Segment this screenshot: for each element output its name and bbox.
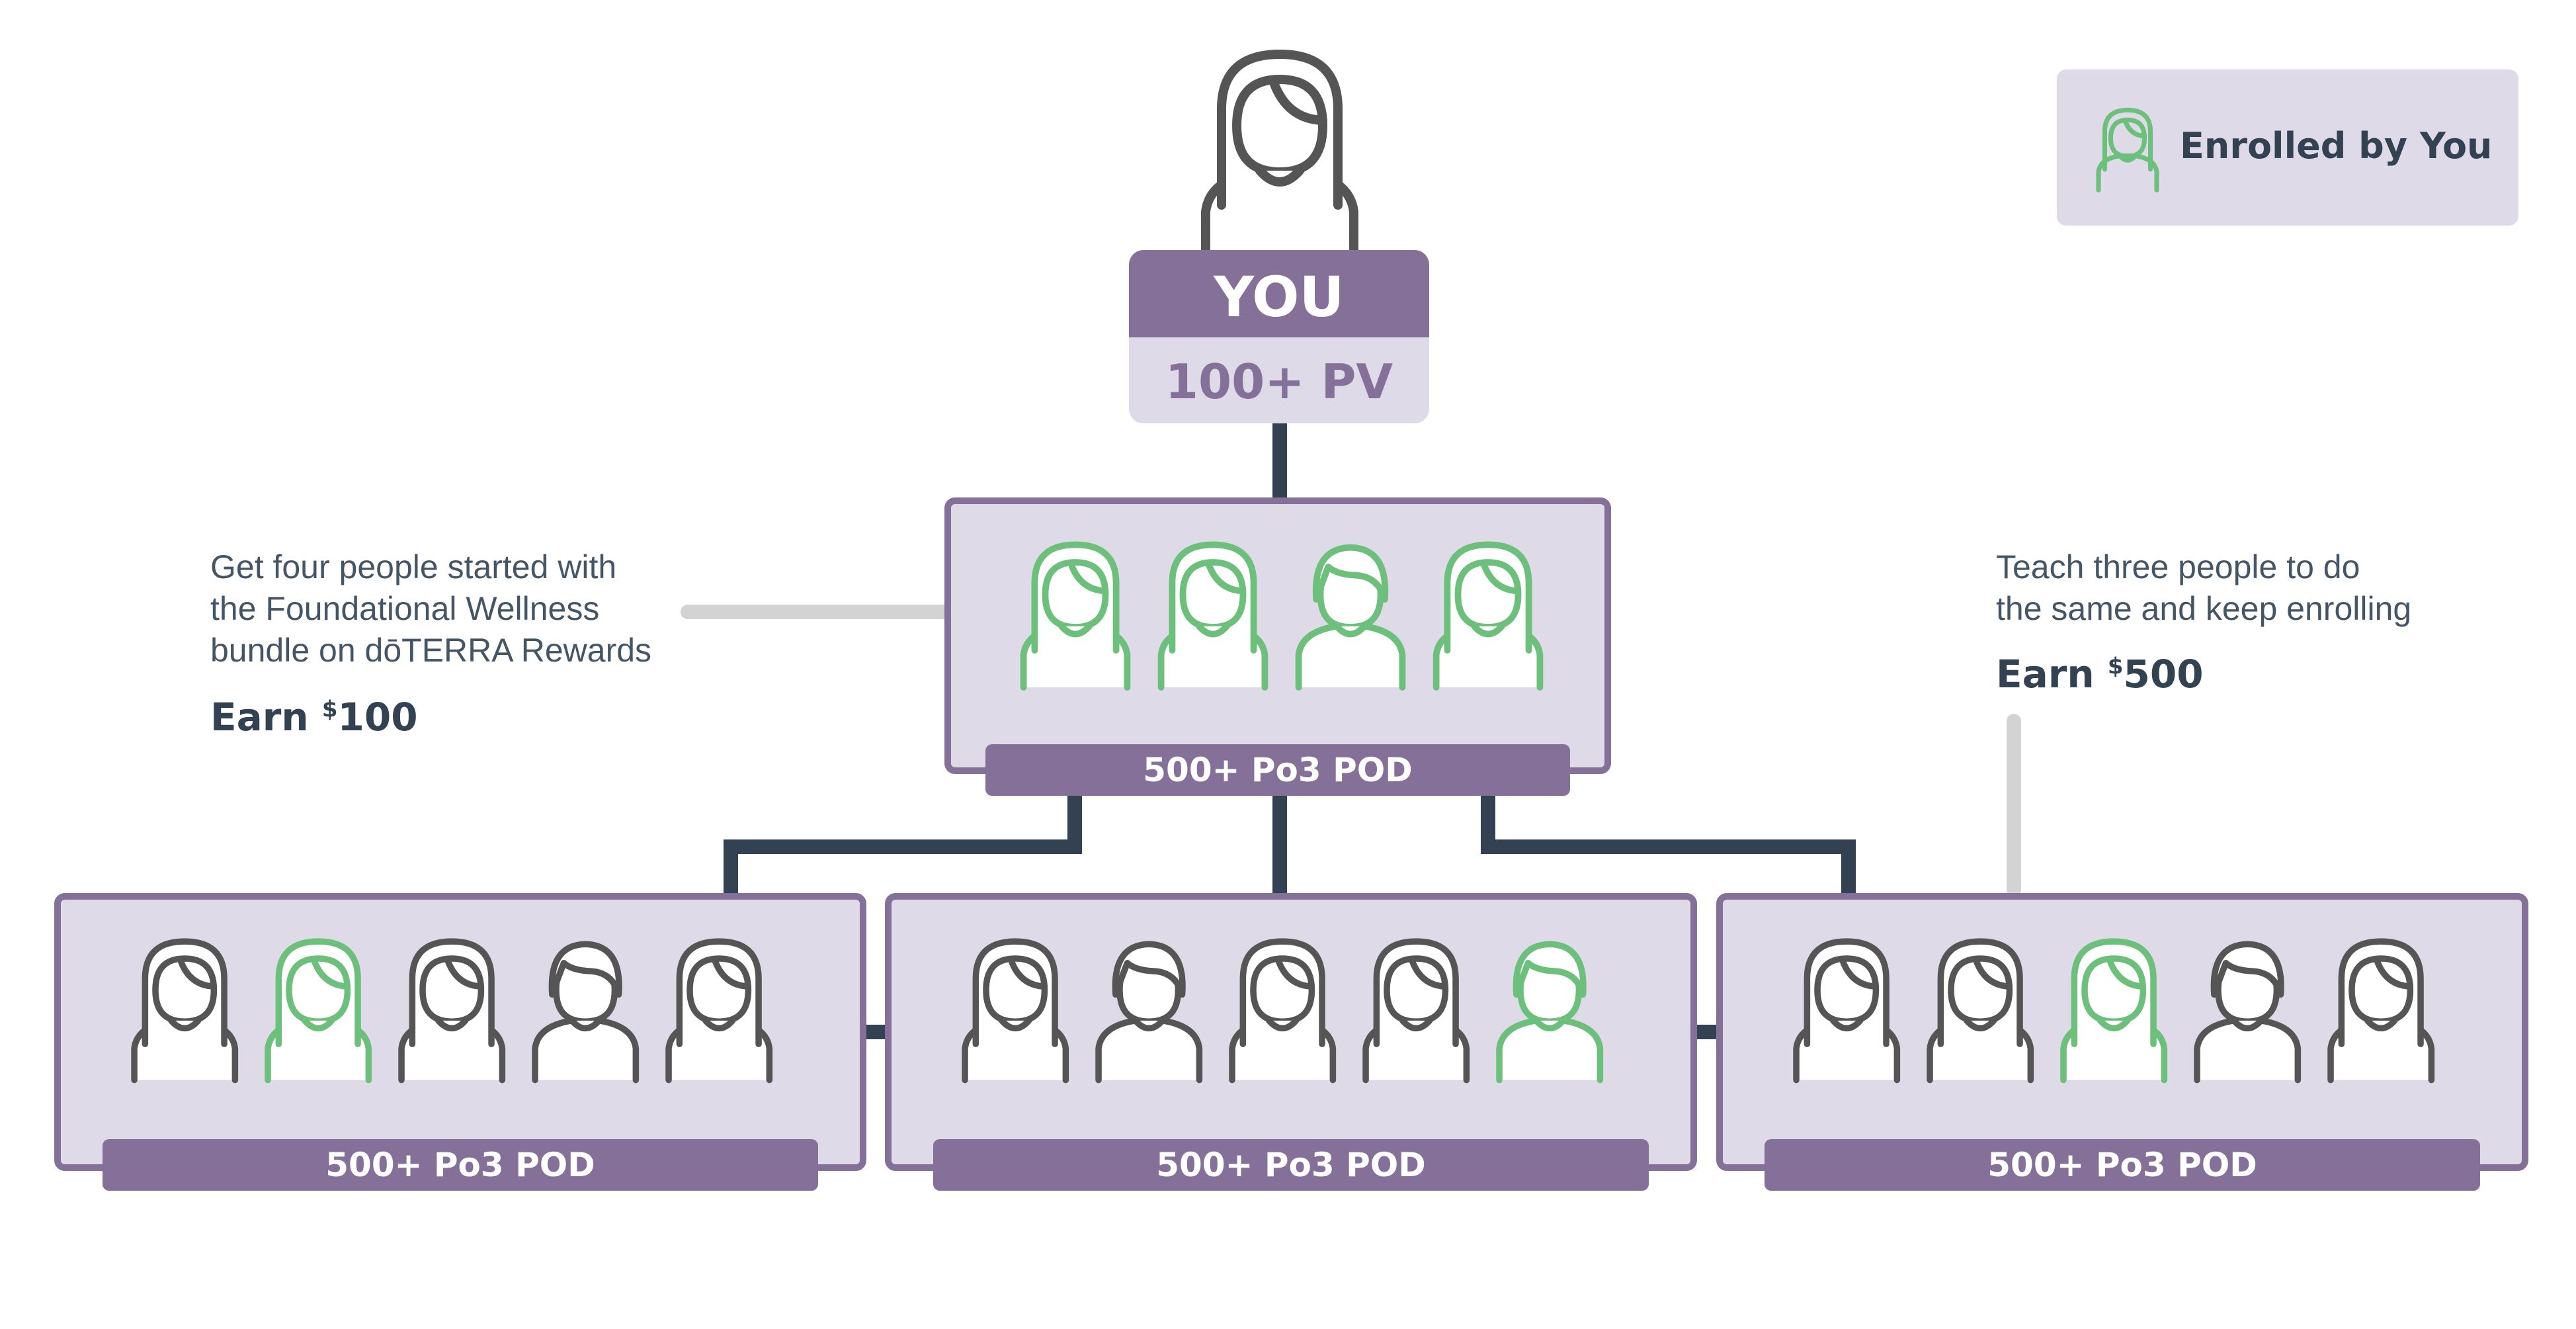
bottom-pod-2-member-1-female-person-icon — [962, 938, 1069, 1084]
right-earn-prefix: Earn — [1996, 652, 2108, 697]
bottom-pod-3-member-1-female-person-icon — [1793, 938, 1901, 1084]
connector-top-to-left-pod — [724, 791, 1082, 896]
bottom-pod-label-2: 500+ Po3 POD — [933, 1139, 1649, 1191]
green-person-icon — [2096, 107, 2159, 193]
bottom-pod-1-member-4-male-person-icon — [532, 941, 640, 1084]
left-note-line-2: the Foundational Wellness — [210, 590, 600, 627]
bottom-pod-3-member-3-female-person-icon — [2060, 938, 2168, 1084]
left-earn-prefix: Earn — [210, 695, 322, 740]
left-note-line-3: bundle on dōTERRA Rewards — [210, 632, 652, 669]
left-earn-currency: $ — [321, 696, 338, 723]
left-earn-amount: 100 — [337, 695, 418, 740]
right-note-line-2: the same and keep enrolling — [1996, 590, 2412, 627]
right-earn: Earn $500 — [1996, 652, 2204, 697]
bottom-pod-label-1: 500+ Po3 POD — [103, 1139, 818, 1191]
top-pod-label: 500+ Po3 POD — [985, 744, 1570, 796]
right-earn-amount: 500 — [2123, 652, 2204, 697]
bottom-pod-1-member-3-female-person-icon — [398, 938, 506, 1084]
left-note-line-1: Get four people started with — [210, 548, 617, 585]
right-note-line-1: Teach three people to do — [1996, 548, 2360, 585]
you-title: YOU — [1129, 250, 1429, 337]
top-pod-member-4-female-person-icon — [1433, 541, 1544, 691]
bottom-pod-1-member-1-female-person-icon — [131, 938, 239, 1084]
bottom-pod-2-member-4-female-person-icon — [1362, 938, 1470, 1084]
legend: Enrolled by You — [2057, 69, 2518, 226]
bottom-pod-3-member-5-female-person-icon — [2327, 938, 2435, 1084]
bottom-pod-1-member-2-female-person-icon — [265, 938, 372, 1084]
you-card: YOU 100+ PV — [1129, 250, 1429, 423]
bottom-pod-2-member-2-male-person-icon — [1095, 941, 1203, 1084]
bottom-pod-label-3: 500+ Po3 POD — [1765, 1139, 2480, 1191]
bottom-pod-2-member-3-female-person-icon — [1229, 938, 1337, 1084]
bottom-pod-3-member-4-male-person-icon — [2194, 941, 2302, 1084]
right-earn-currency: $ — [2107, 653, 2124, 680]
you-person-icon — [1201, 50, 1358, 258]
you-pv: 100+ PV — [1165, 354, 1393, 409]
connector-top-to-right-pod — [1481, 791, 1856, 896]
top-pod-member-3-male-person-icon — [1295, 544, 1406, 691]
bottom-pod-3-member-2-female-person-icon — [1927, 938, 2034, 1084]
bottom-pod-2-member-5-male-person-icon — [1496, 941, 1604, 1084]
left-earn: Earn $100 — [210, 695, 418, 740]
bottom-pod-1-member-5-female-person-icon — [665, 938, 773, 1084]
top-pod-member-2-female-person-icon — [1157, 541, 1268, 691]
top-pod-member-1-female-person-icon — [1020, 541, 1131, 691]
legend-label: Enrolled by You — [2180, 125, 2493, 167]
